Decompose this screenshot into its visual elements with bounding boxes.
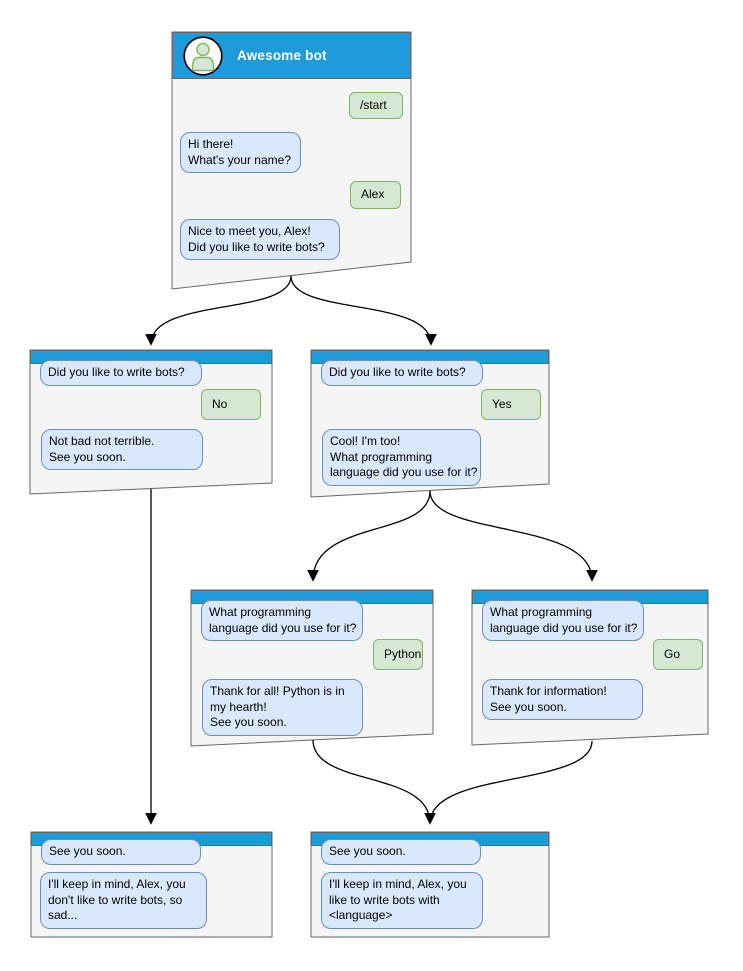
bot-message-bubble: Not bad not terrible. See you soon. [41,429,203,471]
bot-message-bubble: I'll keep in mind, Alex, you don't like … [40,872,207,929]
user-message-bubble: Go [653,639,703,670]
connector-root-to-no [145,275,292,346]
connector-yes-to-go [429,490,598,582]
user-message-bubble: No [201,389,261,420]
connector-yes-to-python [307,490,431,582]
bot-message-bubble: What programming language did you use fo… [482,600,644,642]
bot-message-bubble: Nice to meet you, Alex! Did you like to … [180,219,340,261]
connector-python-to-end [312,739,436,825]
user-message-bubble: Python [373,639,423,670]
bot-message-bubble: I'll keep in mind, Alex, you like to wri… [321,872,483,929]
connector-go-to-end [429,740,593,824]
connector-root-to-yes [290,275,437,346]
bot-message-bubble: Thank for all! Python is in my hearth! S… [202,679,363,736]
bot-message-bubble: Cool! I'm too! What programming language… [322,429,481,486]
bot-message-bubble: What programming language did you use fo… [201,600,363,642]
bot-title: Awesome bot [237,48,327,63]
user-message-bubble: /start [349,92,403,119]
bot-message-bubble: Did you like to write bots? [321,360,483,386]
bot-message-bubble: Did you like to write bots? [40,360,202,386]
bot-message-bubble: See you soon. [321,839,481,865]
bot-message-bubble: Thank for information! See you soon. [482,679,643,721]
bot-message-bubble: See you soon. [41,839,201,865]
chat-window-header: Awesome bot [172,32,411,79]
user-message-bubble: Yes [481,389,541,420]
user-avatar-icon [183,35,223,76]
bot-message-bubble: Hi there! What's your name? [180,132,301,174]
user-message-bubble: Alex [350,181,401,209]
